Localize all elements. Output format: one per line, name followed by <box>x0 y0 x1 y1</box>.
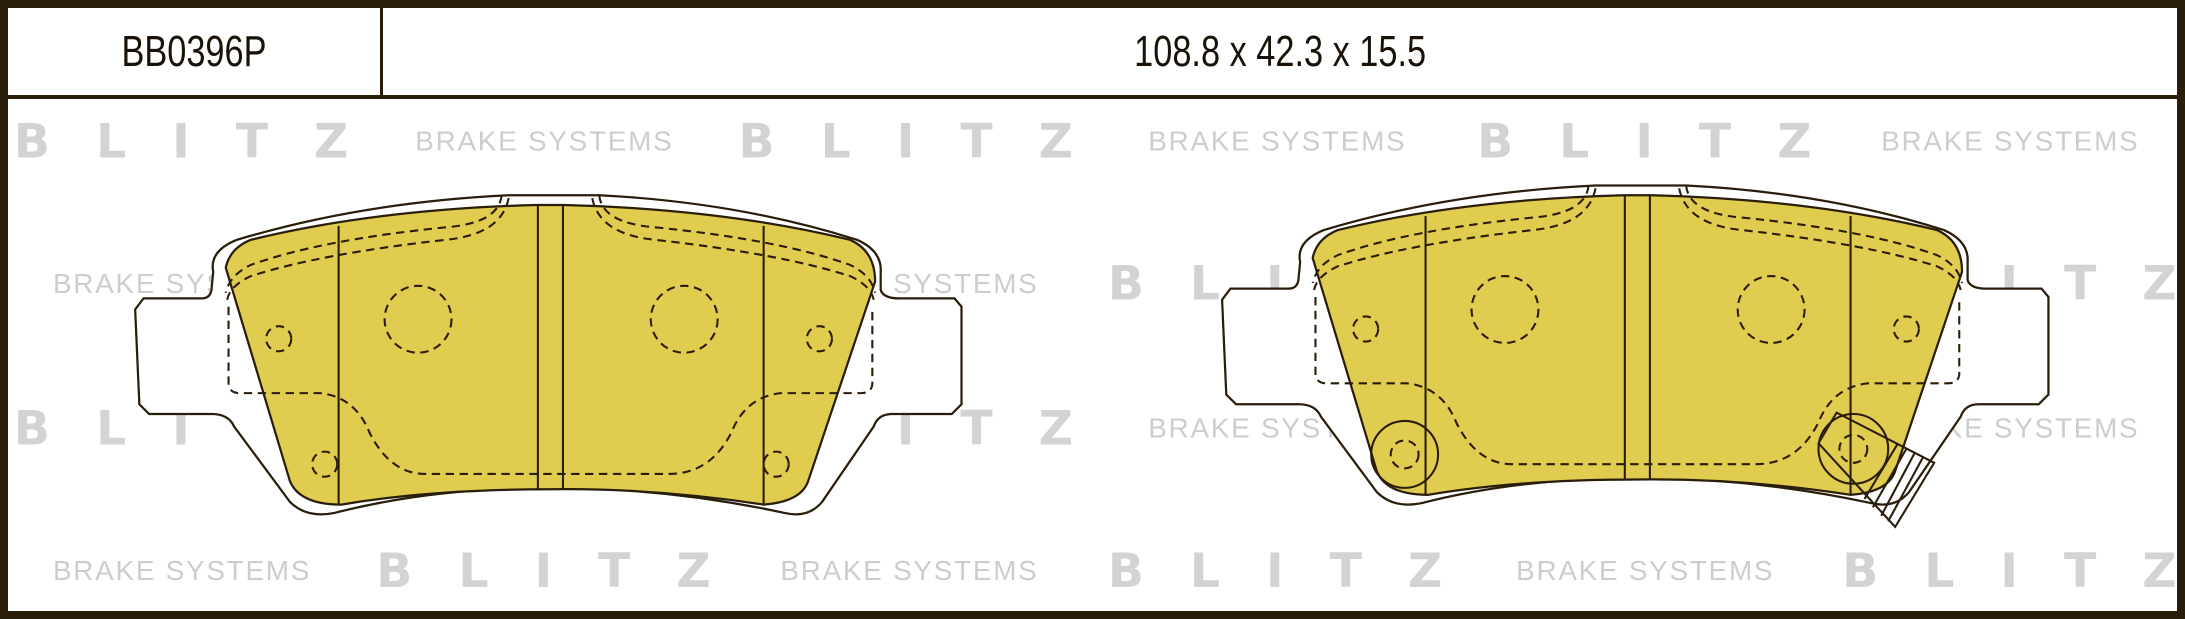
part-number: BB0396P <box>121 26 267 76</box>
mounting-boss-icon <box>1817 412 1890 485</box>
pin-hole-icon <box>762 450 790 478</box>
mounting-boss-icon <box>1370 419 1440 489</box>
header-table: BB0396P 108.8 x 42.3 x 15.5 <box>8 8 2177 99</box>
watermark-tagline: BRAKE SYSTEMS <box>415 126 671 157</box>
pin-hole-icon <box>1389 439 1420 470</box>
wear-sensor-icon <box>1817 411 1936 529</box>
watermark-tagline: BRAKE SYSTEMS <box>1881 126 2137 157</box>
watermark-brand: B L I T Z <box>739 115 1073 170</box>
brake-pad-inner <box>134 194 963 516</box>
watermark-tagline: BRAKE SYSTEMS <box>1148 126 1404 157</box>
watermark-brand: B L I T Z <box>1477 115 1811 170</box>
pin-hole-icon <box>1838 433 1869 464</box>
watermark-brand: B L I T Z <box>376 544 710 599</box>
watermark-tagline: BRAKE SYSTEMS <box>780 555 1036 586</box>
dimensions: 108.8 x 42.3 x 15.5 <box>1134 26 1426 76</box>
watermark-brand: B L I T Z <box>14 115 348 170</box>
dimensions-cell: 108.8 x 42.3 x 15.5 <box>383 8 2177 95</box>
pin-hole-icon <box>311 450 339 478</box>
part-number-cell: BB0396P <box>8 8 383 95</box>
watermark-brand: B L I T Z <box>1108 544 1442 599</box>
watermark-brand: B L I T Z <box>1842 544 2176 599</box>
watermark-tagline: BRAKE SYSTEMS <box>53 555 309 586</box>
brake-pad-outer <box>1220 184 2050 529</box>
watermark-tagline: BRAKE SYSTEMS <box>1516 555 1772 586</box>
